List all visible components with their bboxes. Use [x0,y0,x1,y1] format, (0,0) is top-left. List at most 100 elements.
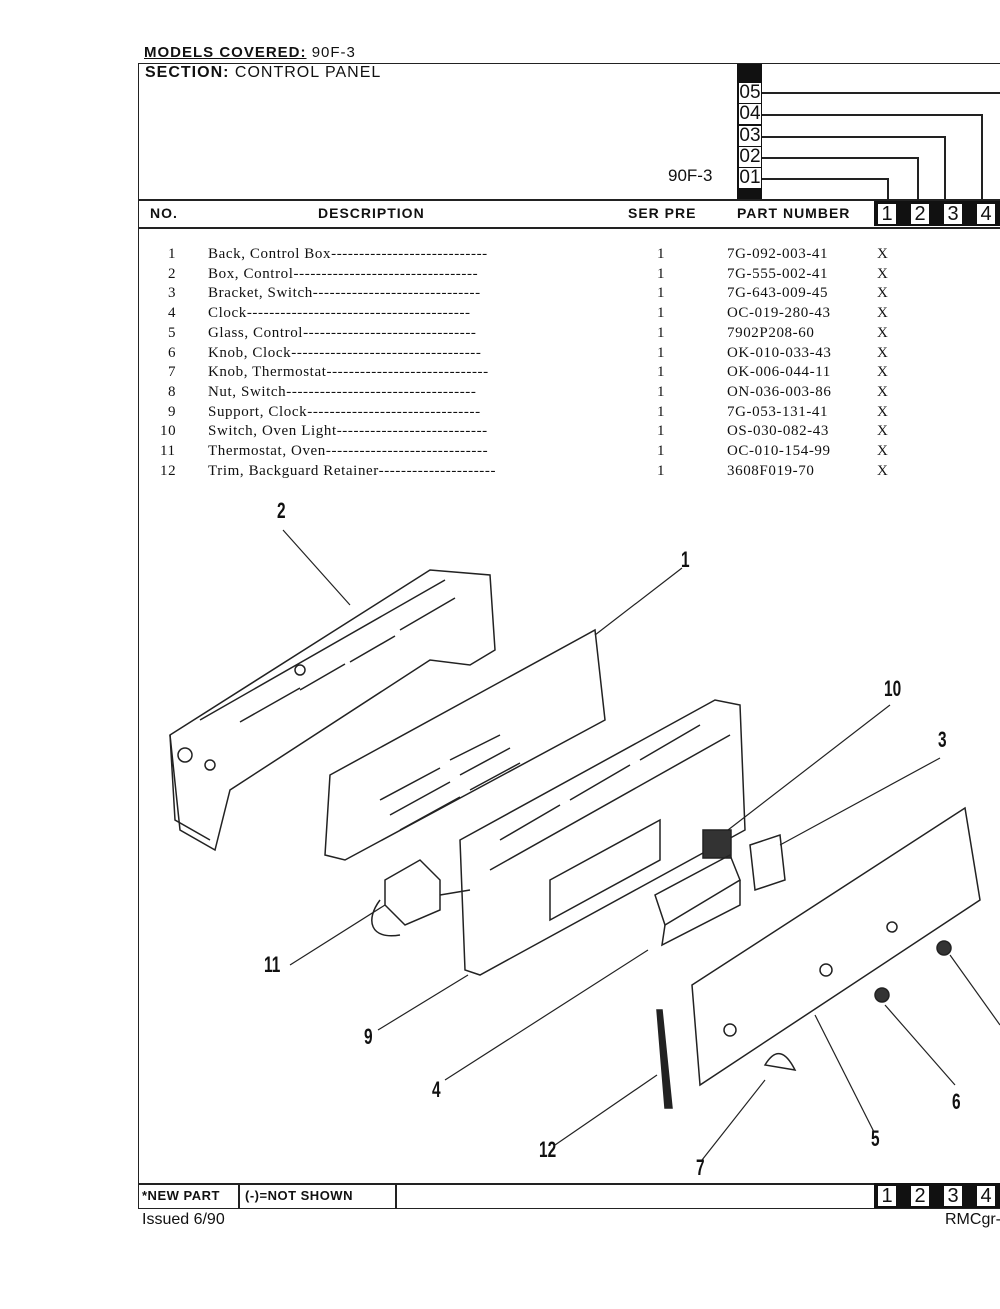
model-mark: X [877,443,889,459]
leader-04 [762,114,982,116]
part-no: 9 [168,403,177,420]
col-ser-pre: SER PRE [628,205,697,221]
part-quantity: 1 [657,462,666,479]
leader-02 [762,157,918,159]
part-quantity: 1 [657,364,666,381]
part-description: Bracket, Switch-------------------------… [208,285,481,302]
part-number: 7G-643-009-45 [727,285,829,302]
model-mark: X [877,403,889,420]
col-part-number: PART NUMBER [737,205,851,221]
part-no: 12 [160,462,177,479]
callout-leaders [282,529,1000,1161]
part-description: Knob, Clock-----------------------------… [208,344,482,361]
part-description: Thermostat, Oven------------------------… [208,443,489,459]
new-part-legend: *NEW PART [142,1188,220,1203]
part-quantity: 1 [657,383,666,400]
clock-support-part [459,699,746,976]
divider [138,1183,1000,1185]
table-row: 12 Trim, Backguard Retainer--------------… [0,463,1000,482]
trim-part [656,1009,673,1109]
model-mark: X [877,324,889,341]
part-number: OK-010-033-43 [727,344,832,361]
part-description: Glass, Control--------------------------… [208,324,477,341]
part-number: 7G-092-003-41 [727,246,829,262]
model-column-4: 4 [976,203,996,225]
table-row: 4 Clock----------------------------------… [0,305,1000,324]
part-quantity: 1 [657,285,666,302]
part-description: Switch, Oven Light----------------------… [208,423,488,440]
table-row: 7 Knob, Thermostat-----------------------… [0,364,1000,383]
model-code: 90F-3 [668,166,713,185]
leader-02-v [917,157,919,200]
divider [138,227,1000,229]
model-mark: X [877,265,889,282]
part-quantity: 1 [657,403,666,420]
callout-12: 12 [539,1137,557,1162]
part-no: 7 [168,364,177,381]
models-covered-value: 90F-3 [311,44,356,61]
part-no: 2 [168,265,177,282]
part-quantity: 1 [657,324,666,341]
model-mark: X [877,364,889,381]
callout-10: 10 [884,676,902,701]
revision-code-05: 05 [738,82,762,104]
part-number: OC-019-280-43 [727,305,831,322]
section-label: SECTION: [145,64,230,81]
callout-6: 6 [952,1089,961,1114]
leader-03-v [944,136,946,200]
table-row: 5 Glass, Control-------------------------… [0,325,1000,344]
models-covered-label: MODELS COVERED: [144,44,307,61]
part-number: 7G-053-131-41 [727,403,829,420]
document-code: RMCgr- [945,1211,1000,1228]
revision-code-04: 04 [738,103,762,126]
part-description: Clock-----------------------------------… [208,305,471,322]
part-number: OK-006-044-11 [727,364,831,381]
model-mark: X [877,246,889,262]
model-column-1: 1 [877,203,897,225]
model-mark: X [877,383,889,400]
part-no: 5 [168,324,177,341]
table-row: 1 Back, Control Box----------------------… [0,246,1000,265]
callout-2: 2 [277,498,286,523]
part-no: 10 [160,423,177,440]
glass-part [691,806,981,1087]
part-no: 1 [168,246,177,262]
model-column-1: 1 [877,1185,897,1207]
revision-code-03: 03 [738,124,762,147]
part-description: Knob, Thermostat------------------------… [208,364,489,381]
table-row: 9 Support, Clock-------------------------… [0,404,1000,423]
issued-date: Issued 6/90 [142,1211,225,1228]
col-no: NO. [150,205,178,221]
part-description: Back, Control Box-----------------------… [208,246,488,262]
part-no: 4 [168,305,177,322]
callout-9: 9 [364,1024,373,1049]
model-column-3: 3 [943,1185,963,1207]
part-description: Trim, Backguard Retainer----------------… [208,462,497,479]
control-box-part [169,569,496,852]
leader-04-v [981,114,983,200]
model-mark: X [877,305,889,322]
section-title: SECTION: CONTROL PANEL [145,64,381,82]
part-quantity: 1 [657,265,666,282]
callout-5: 5 [871,1126,880,1151]
callout-1: 1 [681,547,690,572]
col-description: DESCRIPTION [318,205,425,221]
divider [238,1183,240,1208]
part-quantity: 1 [657,443,666,459]
part-number: OS-030-082-43 [727,423,829,440]
part-number: ON-036-003-86 [727,383,832,400]
part-number: 7902P208-60 [727,324,815,341]
model-mark: X [877,423,889,440]
part-description: Support, Clock--------------------------… [208,403,481,420]
part-quantity: 1 [657,246,666,262]
model-mark: X [877,344,889,361]
leader-05 [762,92,1000,94]
control-box-back-part [324,628,606,861]
not-shown-legend: (-)=NOT SHOWN [245,1188,353,1203]
clock-part [654,853,741,947]
part-quantity: 1 [657,305,666,322]
